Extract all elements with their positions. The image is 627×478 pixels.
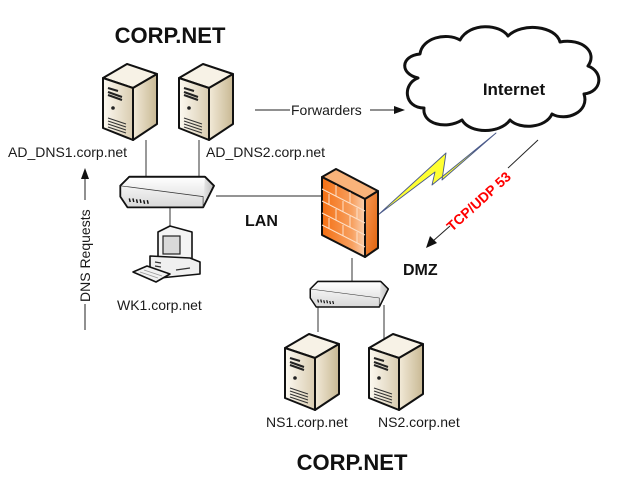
workstation-label: WK1.corp.net	[117, 297, 202, 313]
dns-requests-arrow: DNS Requests	[75, 168, 95, 330]
dmz-zone-label: DMZ	[403, 262, 438, 279]
server-ns2[interactable]: NS2.corp.net	[368, 333, 460, 430]
protocol-label: TCP/UDP 53	[443, 168, 514, 234]
dns-requests-label: DNS Requests	[77, 209, 93, 302]
workstation-icon	[132, 225, 201, 283]
forwarders-label: Forwarders	[291, 102, 362, 118]
switch-icon	[309, 280, 390, 308]
internet-label: Internet	[483, 80, 546, 99]
switch-icon	[119, 175, 215, 209]
server-label: AD_DNS1.corp.net	[8, 144, 127, 160]
lan-zone-label: LAN	[245, 213, 278, 230]
lan-switch[interactable]	[119, 175, 215, 209]
arrow-line	[507, 139, 539, 169]
server-icon	[284, 333, 340, 411]
top-title: CORP.NET	[115, 23, 226, 48]
network-links	[145, 140, 385, 340]
server-icon	[178, 63, 234, 141]
server-ns1[interactable]: NS1.corp.net	[266, 333, 348, 430]
workstation-wk1[interactable]: WK1.corp.net	[117, 225, 202, 313]
server-label: NS1.corp.net	[266, 414, 348, 430]
server-icon	[368, 333, 424, 411]
cloud-icon	[403, 25, 601, 132]
firewall-icon	[321, 168, 379, 258]
label-backdrop	[75, 200, 95, 304]
server-ad-dns2[interactable]: AD_DNS2.corp.net	[178, 63, 325, 160]
internet-cloud[interactable]: Internet	[403, 25, 601, 132]
arrow-down-left-icon	[426, 236, 437, 248]
server-icon	[102, 63, 158, 141]
dmz-switch[interactable]	[309, 280, 390, 308]
bottom-title: CORP.NET	[297, 450, 408, 475]
forwarders-arrow: Forwarders	[255, 102, 405, 118]
server-ad-dns1[interactable]: AD_DNS1.corp.net	[8, 63, 158, 160]
server-label: NS2.corp.net	[378, 414, 460, 430]
arrow-up-icon	[81, 168, 89, 179]
server-label: AD_DNS2.corp.net	[206, 144, 325, 160]
firewall[interactable]	[321, 168, 379, 258]
arrow-right-icon	[394, 106, 405, 114]
arrow-line	[432, 225, 451, 242]
